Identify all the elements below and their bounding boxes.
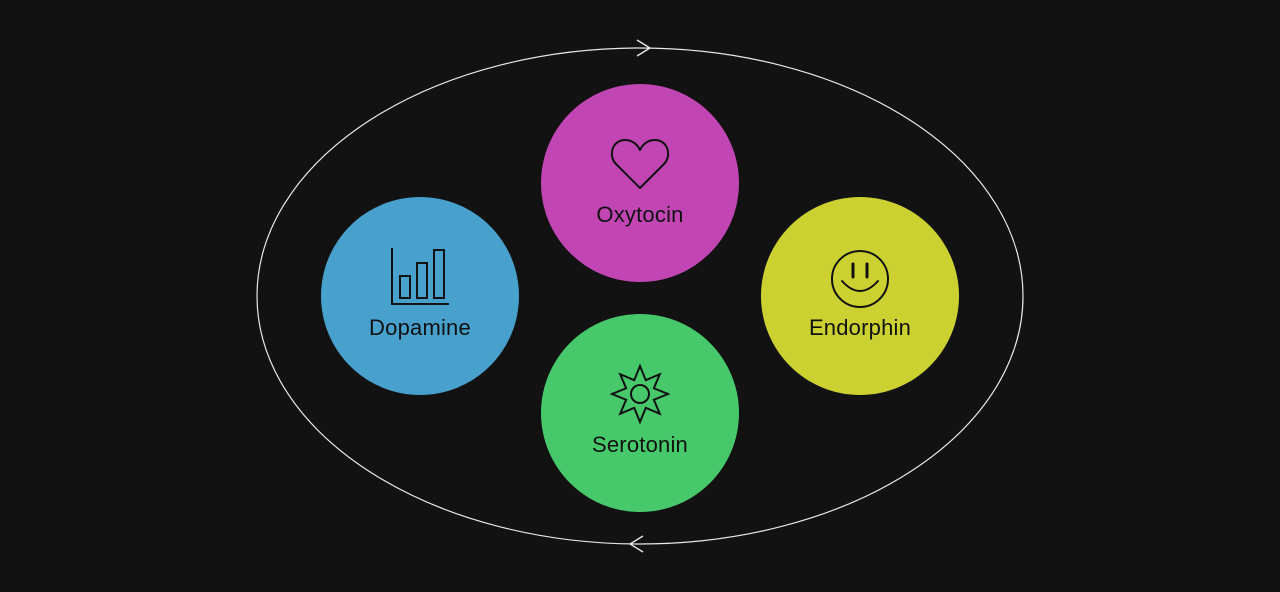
endorphin-node: Endorphin bbox=[761, 197, 959, 395]
arrow-right-icon bbox=[636, 39, 652, 57]
oxytocin-node: Oxytocin bbox=[541, 84, 739, 282]
endorphin-label: Endorphin bbox=[808, 315, 912, 340]
heart-icon bbox=[610, 139, 670, 189]
smiley-face-icon bbox=[831, 250, 889, 308]
arrow-left-icon bbox=[628, 535, 644, 553]
oxytocin-label: Oxytocin bbox=[596, 202, 684, 227]
bar-chart-icon bbox=[391, 248, 449, 305]
cycle-ellipse bbox=[256, 47, 1024, 545]
sun-icon bbox=[610, 364, 670, 424]
dopamine-label: Dopamine bbox=[369, 315, 471, 340]
dopamine-node: Dopamine bbox=[321, 197, 519, 395]
serotonin-node: Serotonin bbox=[541, 314, 739, 512]
serotonin-label: Serotonin bbox=[592, 432, 688, 457]
